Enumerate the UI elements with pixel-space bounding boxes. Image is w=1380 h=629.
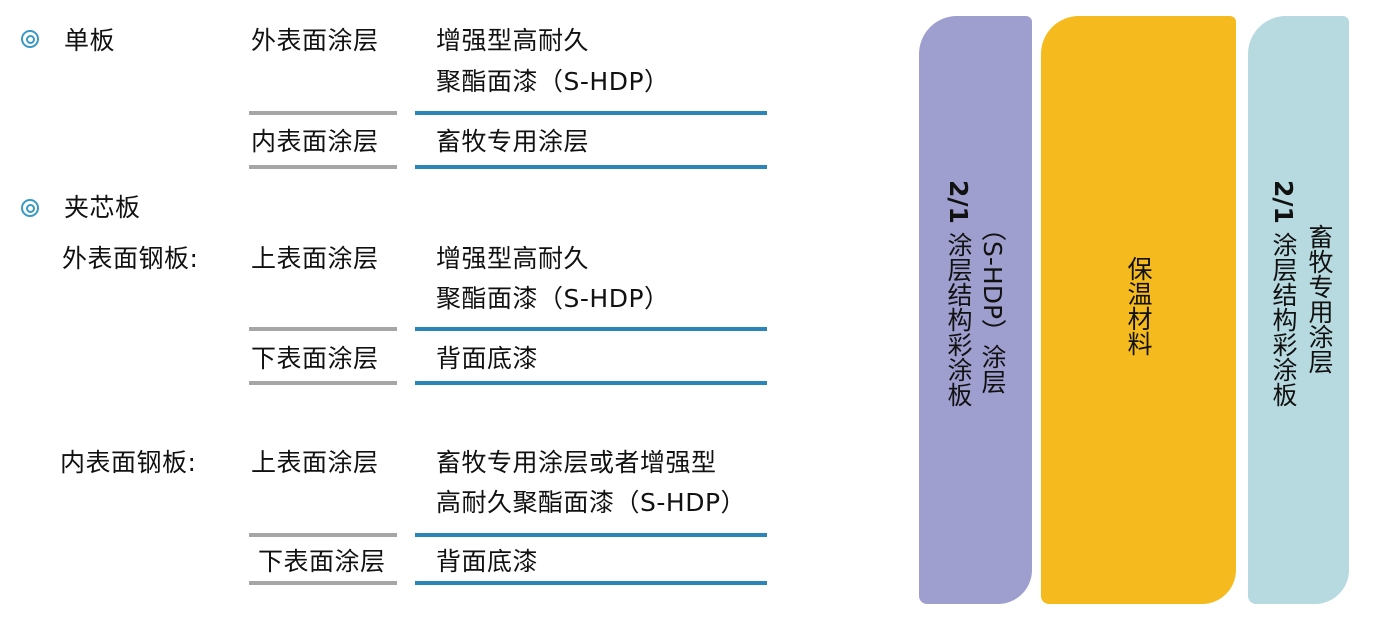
value-divider [415,327,767,331]
label-divider [249,111,397,115]
row-value: 高耐久聚酯面漆（S-HDP） [436,488,747,517]
row-value: 增强型高耐久 [436,26,590,55]
value-divider [415,111,767,115]
value-divider [415,165,767,169]
row-label: 上表面涂层 [251,244,379,273]
inner-steel-heading: 内表面钢板: [60,448,197,477]
label-divider [249,165,397,169]
outer-steel-heading: 外表面钢板: [62,244,199,273]
label-divider [249,327,397,331]
row-value: 背面底漆 [436,344,539,373]
inner-coating-layer: 畜牧专用涂层 2/1 涂层结构彩涂板 [1248,16,1349,604]
row-value: 畜牧专用涂层或者增强型 [436,448,717,477]
ratio-label: 2/1 [944,180,973,224]
row-value: 畜牧专用涂层 [436,127,590,156]
double-circle-icon [21,30,39,48]
label-divider [249,381,397,385]
label-divider [249,533,397,537]
inner-layer-coating-label: 畜牧专用涂层 [1305,224,1334,374]
value-divider [415,533,767,537]
row-value: 聚酯面漆（S-HDP） [436,284,670,313]
row-value: 背面底漆 [436,547,539,576]
row-label: 内表面涂层 [251,127,379,156]
row-value: 聚酯面漆（S-HDP） [436,67,670,96]
label-divider [249,581,397,585]
single-panel-title: 单板 [64,26,116,55]
row-label: 外表面涂层 [251,26,379,55]
inner-layer-structure-label: 2/1 涂层结构彩涂板 [1268,180,1298,407]
value-divider [415,381,767,385]
row-value: 增强型高耐久 [436,244,590,273]
structure-text: 涂层结构彩涂板 [1269,223,1298,407]
outer-layer-coating-label: （S-HDP）涂层 [978,216,1007,395]
outer-coating-layer: （S-HDP）涂层 2/1 涂层结构彩涂板 [919,16,1032,604]
core-label: 保温材料 [1124,256,1153,356]
sandwich-panel-title: 夹芯板 [64,193,141,222]
row-label: 上表面涂层 [251,448,379,477]
double-circle-icon [21,199,39,217]
ratio-label: 2/1 [1269,180,1298,224]
row-label: 下表面涂层 [258,547,386,576]
structure-text: 涂层结构彩涂板 [944,223,973,407]
row-label: 下表面涂层 [251,344,379,373]
value-divider [415,581,767,585]
insulation-core-layer: 保温材料 [1041,16,1236,604]
outer-layer-structure-label: 2/1 涂层结构彩涂板 [943,180,973,407]
